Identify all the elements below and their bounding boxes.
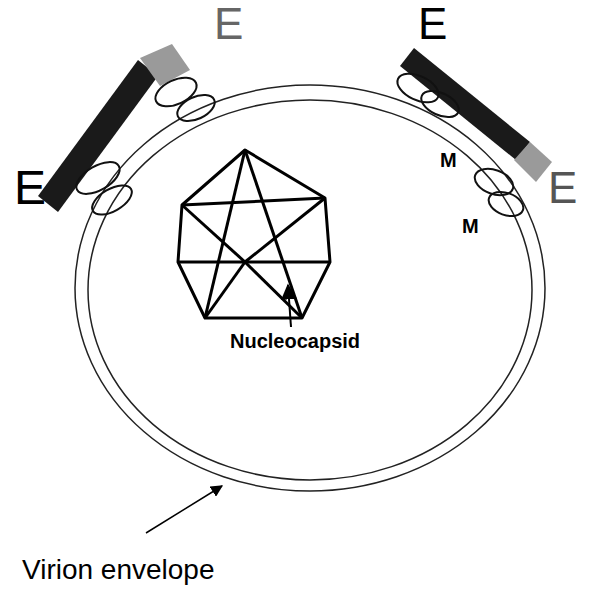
structure-label: Nucleocapsid (230, 331, 360, 351)
nucleocapsid-polyhedron (178, 150, 330, 318)
envelope-inner (88, 100, 532, 480)
protein-label: E (548, 166, 577, 210)
structure-label: Virion envelope (22, 556, 215, 584)
protein-label: E (14, 164, 46, 212)
protein-label: M (462, 216, 479, 236)
envelope-protein-left (38, 44, 219, 221)
envelope-protein-right (393, 48, 552, 220)
protein-label: E (214, 2, 243, 46)
protein-label: E (418, 2, 447, 46)
envelope-outer (75, 85, 545, 491)
leader-arrow (146, 486, 222, 533)
protein-label: M (440, 150, 457, 170)
leader-arrow (288, 285, 291, 327)
